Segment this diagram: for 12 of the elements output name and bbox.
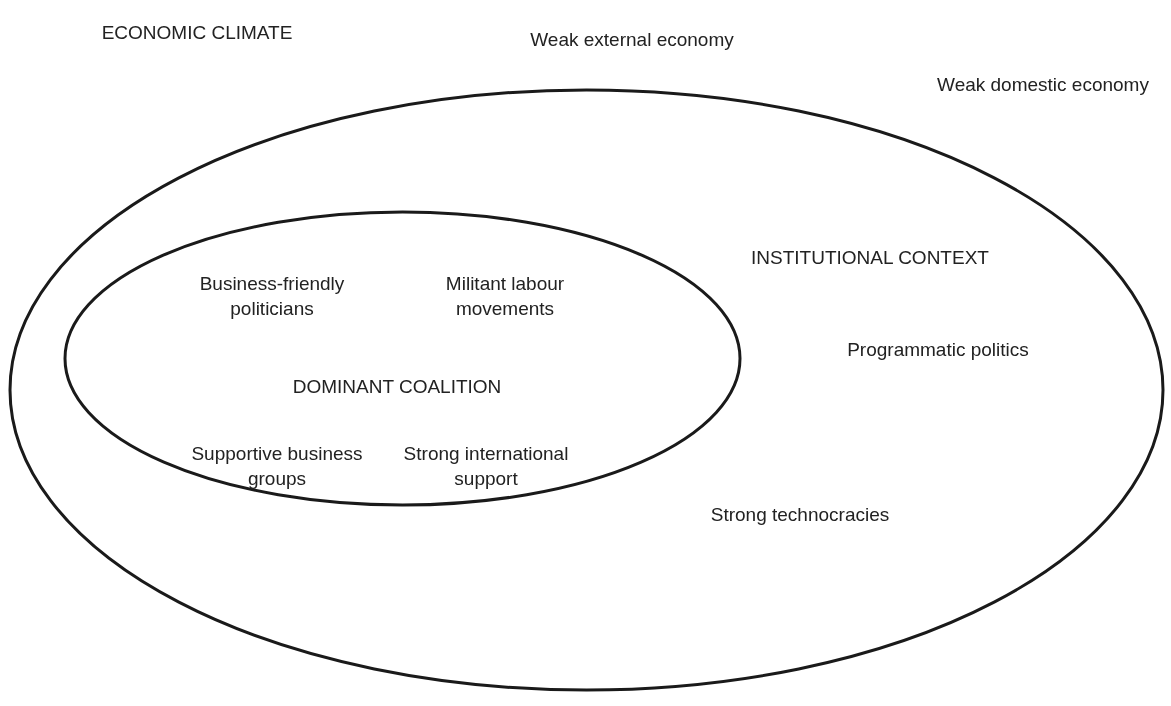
- ellipse-region: [63, 210, 742, 507]
- region-text: INSTITUTIONAL CONTEXT: [751, 245, 989, 270]
- region-text: Programmatic politics: [847, 337, 1029, 362]
- region-text: Militant labour movements: [444, 272, 566, 321]
- region-text: Strong technocracies: [710, 502, 890, 527]
- context-label: ECONOMIC CLIMATE: [101, 20, 293, 45]
- region-text: DOMINANT COALITION: [292, 374, 502, 399]
- region-text: Business-friendly politicians: [198, 272, 346, 321]
- context-label: Weak domestic economy: [937, 72, 1149, 97]
- region-text: Supportive business groups: [190, 442, 364, 491]
- context-label: Weak external economy: [530, 27, 734, 52]
- region-text: Strong international support: [402, 442, 570, 491]
